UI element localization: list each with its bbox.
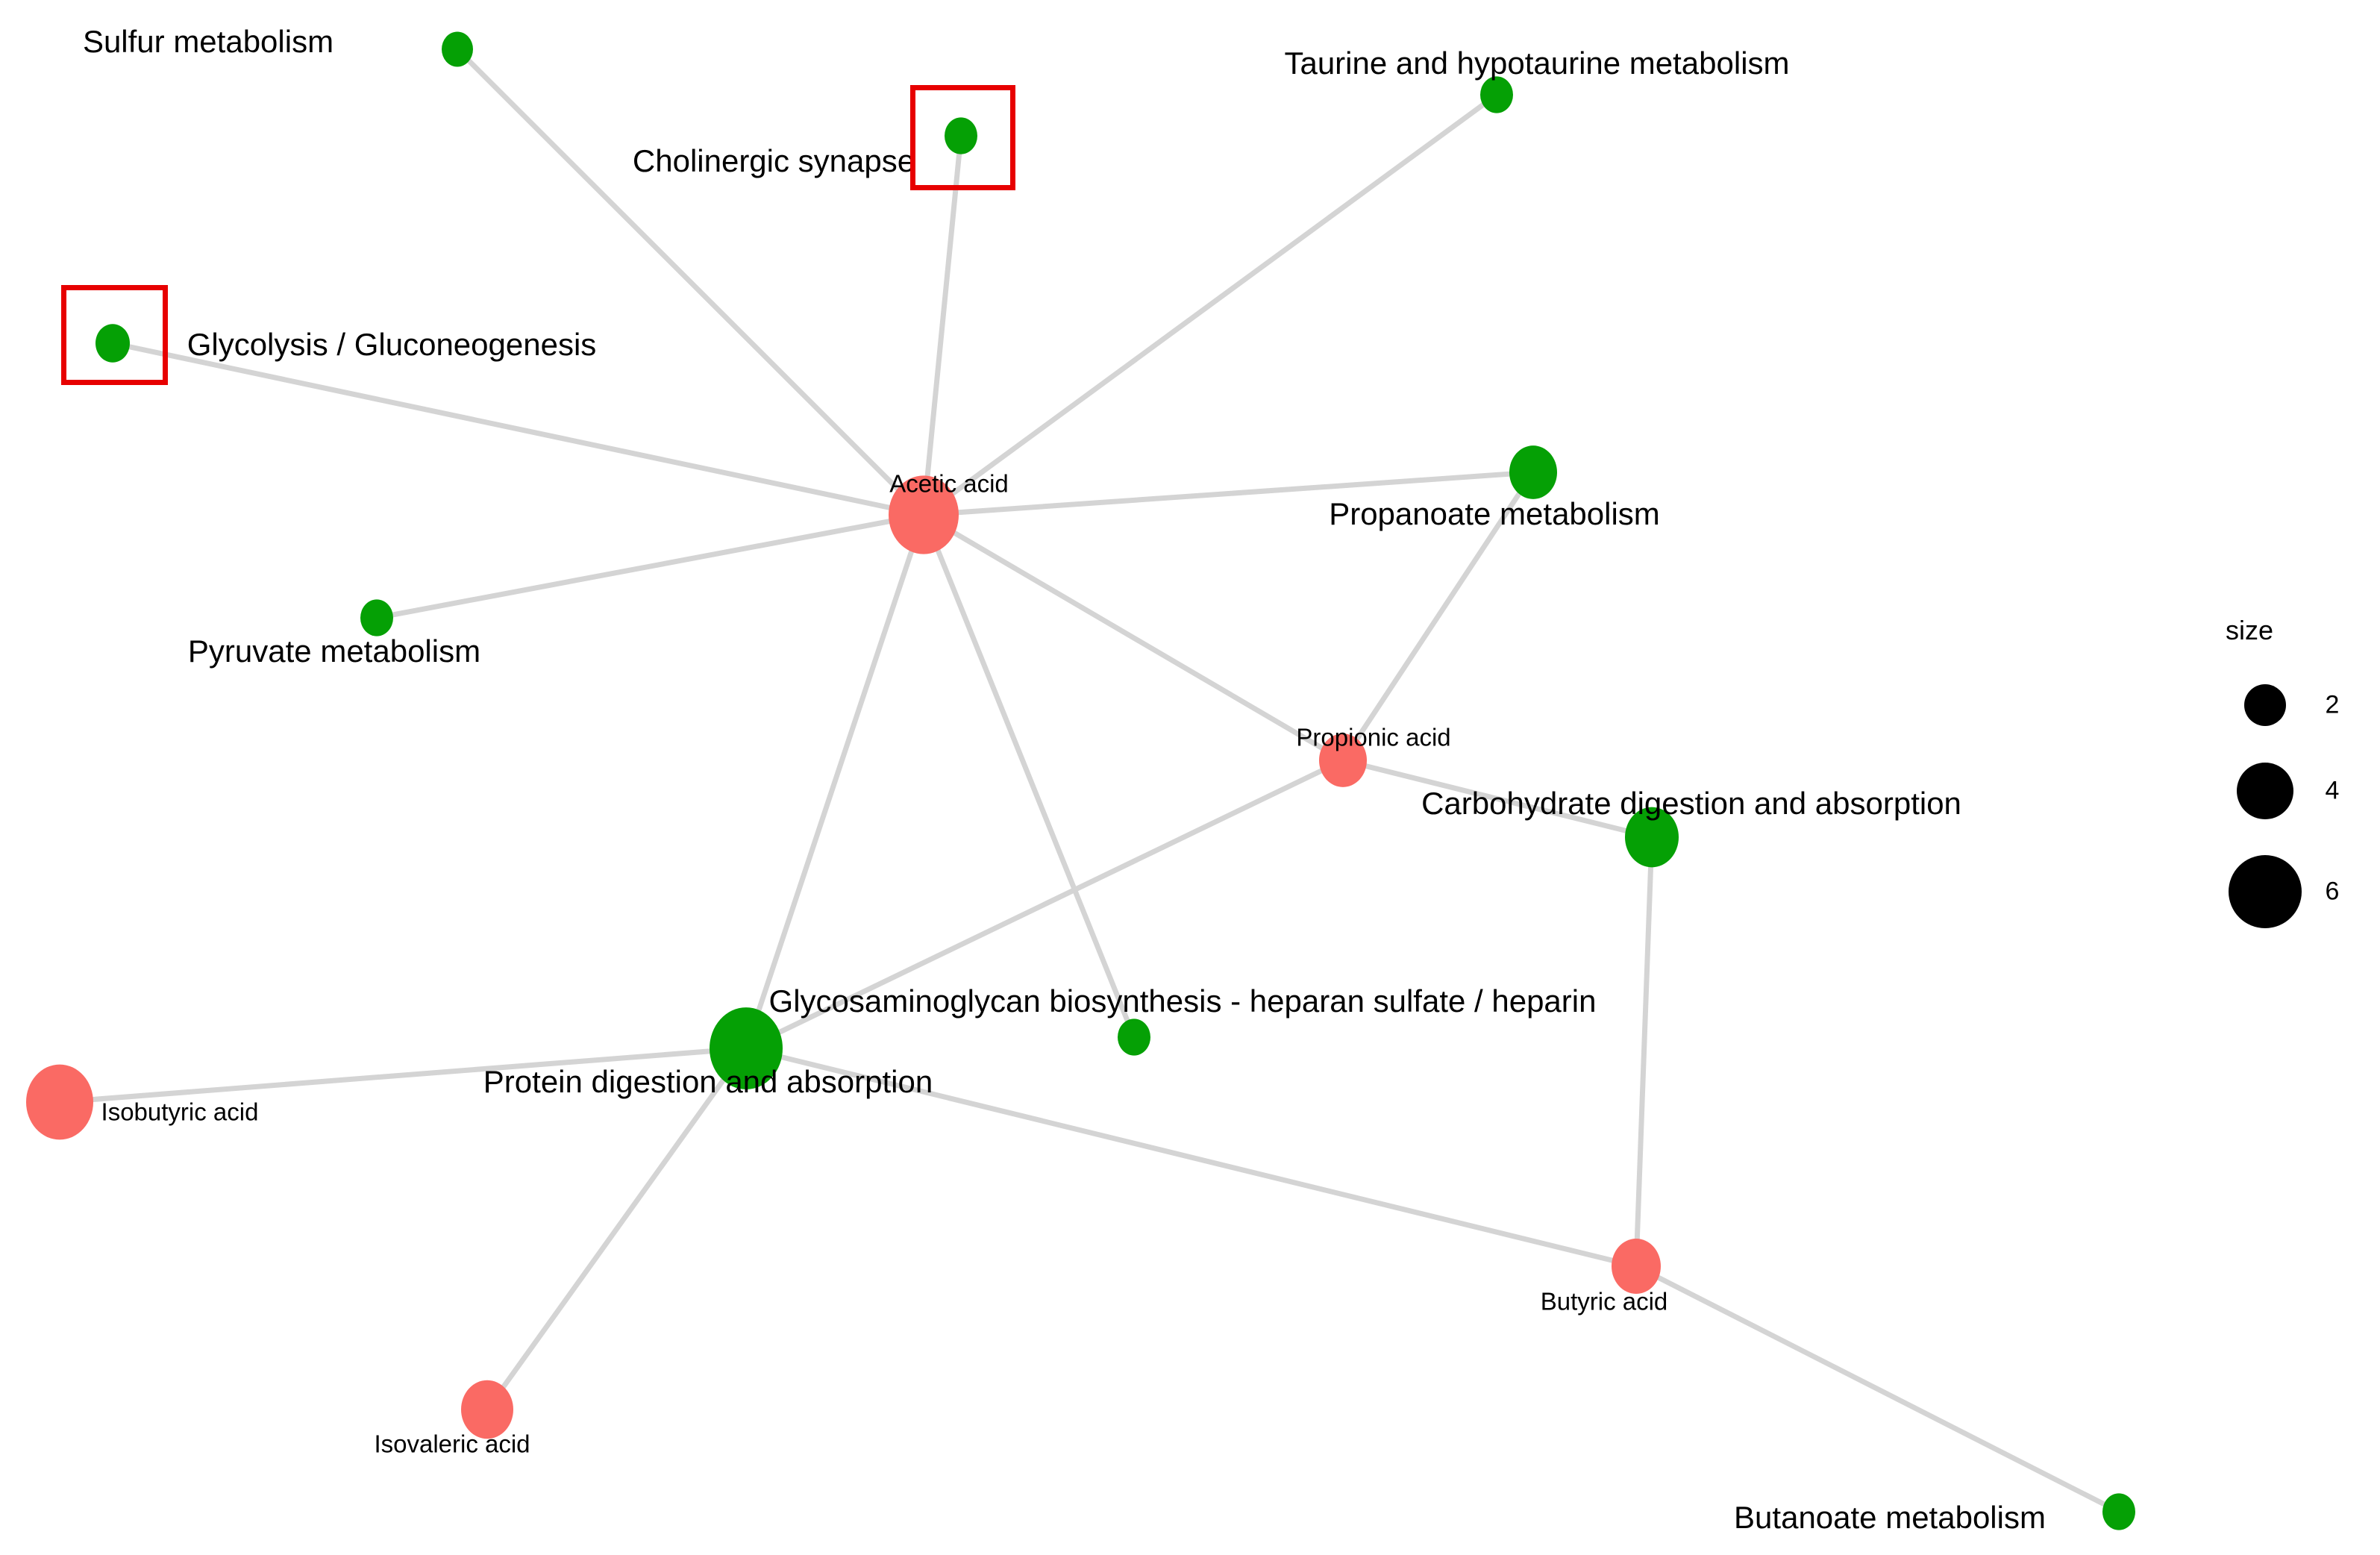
edge-acetic_acid-to-sulfur_metabolism [454, 46, 927, 518]
node-propionic_acid[interactable] [1319, 733, 1367, 787]
node-acetic_acid[interactable] [889, 475, 959, 554]
legend-circle-2 [2244, 684, 2286, 726]
node-taurine_metabolism[interactable] [1480, 76, 1513, 113]
node-glycosaminoglycan[interactable] [1118, 1019, 1150, 1056]
edge-propanoate_metabolism-to-propionic_acid [1340, 469, 1536, 763]
edge-carbohydrate_digestion-to-butyric_acid [1633, 834, 1655, 1269]
node-sulfur_metabolism[interactable] [442, 31, 473, 67]
edge-protein_digestion-to-butyric_acid [743, 1045, 1639, 1269]
nodes-group [26, 31, 2135, 1530]
node-carbohydrate_digestion[interactable] [1625, 807, 1679, 868]
edge-butyric_acid-to-butanoate_metabolism [1633, 1263, 2122, 1515]
legend-circle-4 [2237, 763, 2293, 819]
edge-protein_digestion-to-isobutyric_acid [57, 1045, 749, 1105]
edge-acetic_acid-to-pyruvate_metabolism [374, 512, 927, 621]
edge-acetic_acid-to-taurine_metabolism [921, 92, 1500, 518]
edge-protein_digestion-to-isovaleric_acid [484, 1045, 749, 1412]
edge-acetic_acid-to-glycosaminoglycan [921, 512, 1137, 1040]
node-cholinergic_synapse[interactable] [945, 117, 977, 154]
node-protein_digestion[interactable] [710, 1007, 783, 1089]
highlight-box-cholinergic-synapse [910, 85, 1015, 190]
legend-value-4: 4 [2325, 776, 2340, 805]
edge-acetic_acid-to-protein_digestion [743, 512, 927, 1051]
highlight-box-glycolysis [61, 285, 168, 385]
edge-propionic_acid-to-carbohydrate_digestion [1340, 757, 1655, 840]
node-glycolysis[interactable] [95, 324, 130, 363]
legend-circles-group [2229, 684, 2302, 928]
edges-group [57, 46, 2122, 1515]
node-butanoate_metabolism[interactable] [2102, 1493, 2135, 1530]
legend-circle-6 [2229, 855, 2302, 928]
edge-acetic_acid-to-cholinergic_synapse [921, 133, 964, 518]
edge-acetic_acid-to-propanoate_metabolism [921, 469, 1536, 518]
node-isovaleric_acid[interactable] [461, 1380, 513, 1439]
edge-acetic_acid-to-propionic_acid [921, 512, 1346, 763]
node-propanoate_metabolism[interactable] [1509, 445, 1557, 499]
edge-propionic_acid-to-protein_digestion [743, 757, 1346, 1051]
node-pyruvate_metabolism[interactable] [360, 599, 393, 636]
node-butyric_acid[interactable] [1612, 1239, 1661, 1294]
edge-acetic_acid-to-glycolysis [110, 340, 927, 518]
legend-value-6: 6 [2325, 877, 2340, 906]
legend-title: size [2225, 615, 2274, 645]
legend-value-2: 2 [2325, 690, 2340, 719]
node-isobutyric_acid[interactable] [26, 1064, 93, 1140]
